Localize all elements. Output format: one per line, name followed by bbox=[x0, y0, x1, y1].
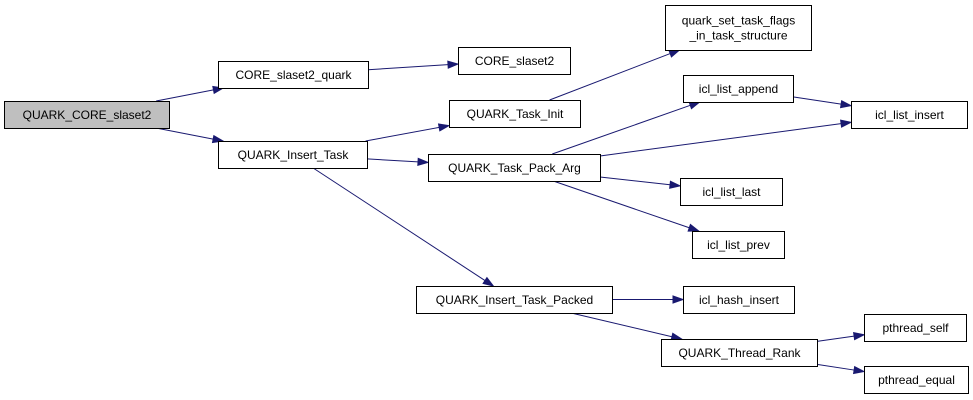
node-icl-hash-insert[interactable]: icl_hash_insert bbox=[683, 286, 795, 314]
node-label: QUARK_Task_Init bbox=[467, 107, 564, 121]
arrowhead-icon bbox=[417, 157, 430, 167]
arrowhead-icon bbox=[672, 295, 685, 304]
arrowhead-icon bbox=[668, 49, 681, 58]
arrowhead-icon bbox=[211, 134, 225, 144]
arrowhead-icon bbox=[839, 99, 853, 109]
edge-n1-n2 bbox=[156, 85, 225, 102]
edge-n4-n5 bbox=[365, 123, 451, 142]
edge-line bbox=[599, 123, 842, 157]
arrowhead-icon bbox=[853, 332, 866, 341]
arrowhead-icon bbox=[437, 123, 451, 132]
node-label: icl_list_prev bbox=[707, 238, 770, 252]
edges-layer bbox=[155, 49, 866, 375]
node-label: pthread_self bbox=[882, 321, 949, 335]
node-quark-set-task-flags-in-task-structure[interactable]: quark_set_task_flags_in_task_structure bbox=[665, 5, 812, 51]
node-box bbox=[458, 47, 571, 75]
node-label: _in_task_structure bbox=[688, 29, 787, 43]
node-box bbox=[864, 366, 969, 394]
edge-line bbox=[155, 127, 214, 140]
node-label: QUARK_Insert_Task bbox=[238, 148, 350, 162]
edge-n12-n14 bbox=[571, 312, 684, 341]
edge-n2-n3 bbox=[367, 60, 460, 71]
node-box bbox=[851, 101, 968, 129]
node-icl-list-last[interactable]: icl_list_last bbox=[680, 178, 783, 206]
node-box bbox=[416, 286, 613, 314]
node-box bbox=[665, 5, 812, 51]
node-box bbox=[4, 101, 170, 129]
edge-n4-n12 bbox=[312, 167, 495, 287]
edge-n7-n8 bbox=[552, 101, 702, 155]
node-quark-thread-rank[interactable]: QUARK_Thread_Rank bbox=[661, 339, 818, 367]
node-quark-core-slaset2[interactable]: QUARK_CORE_slaset2 bbox=[4, 101, 170, 129]
node-box bbox=[680, 178, 783, 206]
arrowhead-icon bbox=[482, 276, 495, 287]
edge-n14-n16 bbox=[816, 363, 866, 375]
node-core-slaset2[interactable]: CORE_slaset2 bbox=[458, 47, 571, 75]
edge-n4-n7 bbox=[366, 157, 430, 167]
edge-n7-n10 bbox=[599, 176, 682, 189]
node-quark-task-pack-arg[interactable]: QUARK_Task_Pack_Arg bbox=[428, 154, 601, 182]
nodes-layer: QUARK_CORE_slaset2 CORE_slaset2_quark CORE… bbox=[4, 5, 969, 394]
node-icl-list-append[interactable]: icl_list_append bbox=[683, 75, 794, 103]
edge-line bbox=[816, 335, 855, 342]
arrowhead-icon bbox=[687, 223, 701, 232]
node-box bbox=[661, 339, 818, 367]
edge-line bbox=[366, 158, 419, 163]
edge-line bbox=[599, 176, 671, 186]
arrowhead-icon bbox=[447, 60, 460, 69]
node-label: icl_list_last bbox=[702, 185, 761, 199]
node-label: QUARK_Task_Pack_Arg bbox=[448, 161, 581, 175]
arrowhead-icon bbox=[852, 365, 866, 375]
node-label: pthread_equal bbox=[878, 373, 955, 387]
edge-line bbox=[816, 363, 855, 371]
node-pthread-equal[interactable]: pthread_equal bbox=[864, 366, 969, 394]
edge-n7-n9 bbox=[599, 119, 853, 157]
node-box bbox=[218, 61, 369, 89]
node-label: QUARK_CORE_slaset2 bbox=[23, 108, 152, 122]
node-label: QUARK_Insert_Task_Packed bbox=[436, 293, 593, 307]
node-box bbox=[218, 141, 368, 169]
node-core-slaset2-quark[interactable]: CORE_slaset2_quark bbox=[218, 61, 369, 89]
node-quark-task-init[interactable]: QUARK_Task_Init bbox=[449, 100, 581, 128]
node-pthread-self[interactable]: pthread_self bbox=[864, 314, 967, 342]
edge-n1-n4 bbox=[155, 127, 225, 144]
edge-n8-n9 bbox=[792, 96, 853, 109]
edge-line bbox=[552, 104, 691, 155]
node-label: icl_list_insert bbox=[875, 108, 944, 122]
edge-line bbox=[792, 96, 842, 105]
node-box bbox=[692, 231, 785, 259]
node-icl-list-insert[interactable]: icl_list_insert bbox=[851, 101, 968, 129]
node-label: quark_set_task_flags bbox=[682, 14, 795, 28]
edge-line bbox=[553, 180, 690, 229]
node-box bbox=[864, 314, 967, 342]
node-label: CORE_slaset2 bbox=[475, 54, 555, 68]
node-label: QUARK_Thread_Rank bbox=[678, 346, 801, 360]
node-box bbox=[683, 75, 794, 103]
edge-line bbox=[571, 312, 673, 338]
node-label: icl_hash_insert bbox=[699, 293, 780, 307]
node-label: icl_list_append bbox=[699, 82, 778, 96]
edge-line bbox=[365, 126, 440, 142]
edge-line bbox=[367, 64, 449, 71]
node-box bbox=[428, 154, 601, 182]
arrowhead-icon bbox=[840, 119, 853, 128]
node-quark-insert-task[interactable]: QUARK_Insert_Task bbox=[218, 141, 368, 169]
node-box bbox=[683, 286, 795, 314]
edge-n12-n13 bbox=[612, 295, 685, 304]
arrowhead-icon bbox=[669, 180, 682, 189]
edge-n7-n11 bbox=[553, 180, 701, 232]
edge-line bbox=[549, 53, 671, 101]
node-label: CORE_slaset2_quark bbox=[235, 68, 352, 82]
edge-line bbox=[312, 167, 486, 281]
node-icl-list-prev[interactable]: icl_list_prev bbox=[692, 231, 785, 259]
node-box bbox=[449, 100, 581, 128]
edge-line bbox=[156, 89, 214, 102]
node-quark-insert-task-packed[interactable]: QUARK_Insert_Task_Packed bbox=[416, 286, 613, 314]
edge-n14-n15 bbox=[816, 332, 866, 342]
